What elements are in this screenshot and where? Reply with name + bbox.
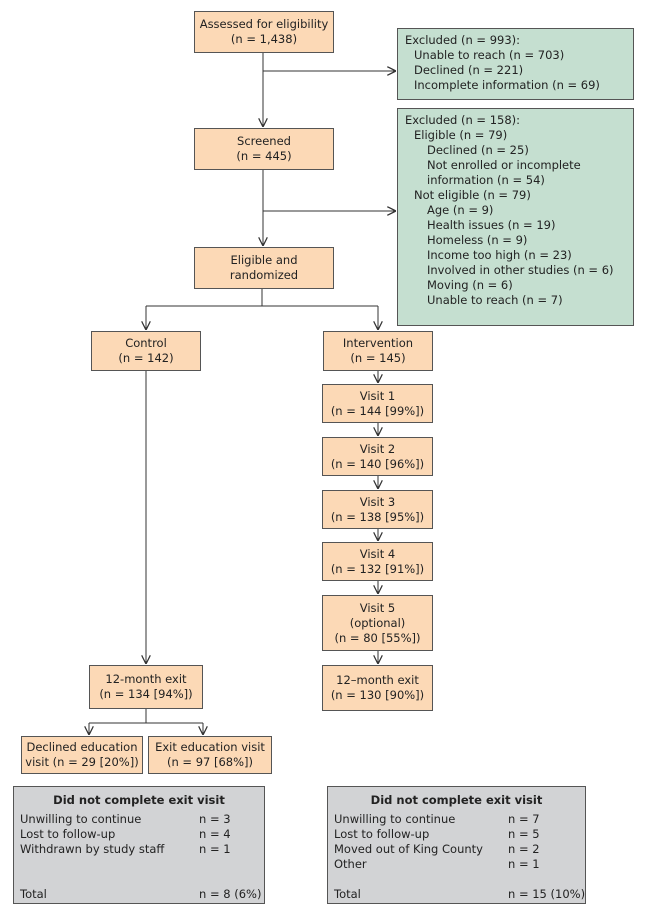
reason-count: n = 5 bbox=[508, 827, 540, 841]
excluded-2-not-eligible-item: Involved in other studies (n = 6) bbox=[427, 263, 614, 277]
randomized-label-1: Eligible and bbox=[230, 253, 298, 267]
intervention-exit-label: 12–month exit bbox=[336, 673, 419, 687]
intervention-box: Intervention (n = 145) bbox=[323, 331, 433, 371]
reason-count: n = 7 bbox=[508, 812, 540, 826]
declined-education-box: Declined education visit (n = 29 [20%]) bbox=[21, 736, 143, 774]
visit-3-count: (n = 138 [95%]) bbox=[330, 509, 425, 524]
visit-2-box: Visit 2 (n = 140 [96%]) bbox=[322, 437, 433, 476]
excluded-2-eligible: Eligible (n = 79) bbox=[414, 128, 508, 142]
visit-2-count: (n = 140 [96%]) bbox=[330, 456, 425, 471]
visit-5-count: (n = 80 [55%]) bbox=[334, 630, 421, 645]
intervention-incomplete-summary: Did not complete exit visit Unwilling to… bbox=[327, 786, 586, 904]
exit-education-box: Exit education visit (n = 97 [68%]) bbox=[148, 736, 272, 774]
excluded-2-not-eligible-item: Income too high (n = 23) bbox=[427, 248, 572, 262]
visit-3-label: Visit 3 bbox=[359, 494, 396, 509]
intervention-label: Intervention bbox=[342, 336, 414, 350]
reason-count: n = 4 bbox=[199, 827, 231, 841]
randomized-box: Eligible and randomized bbox=[194, 247, 334, 289]
excluded-2-not-eligible-item: Unable to reach (n = 7) bbox=[427, 293, 563, 307]
intervention-exit-count: (n = 130 [90%]) bbox=[330, 688, 425, 702]
visit-1-box: Visit 1 (n = 144 [99%]) bbox=[322, 384, 433, 423]
intervention-incomplete-row: Unwilling to continue n = 7 bbox=[334, 812, 581, 827]
declined-education-label: Declined education bbox=[26, 740, 138, 754]
visit-2-label: Visit 2 bbox=[359, 441, 396, 456]
reason-count: n = 1 bbox=[508, 857, 540, 871]
control-label: Control bbox=[125, 336, 167, 350]
excluded-2-not-eligible-item: Homeless (n = 9) bbox=[427, 233, 528, 247]
reason-label: Lost to follow-up bbox=[20, 827, 116, 841]
visit-5-label: Visit 5 bbox=[359, 600, 396, 615]
excluded-2-eligible-item: Not enrolled or incomplete bbox=[427, 158, 581, 172]
reason-count: n = 2 bbox=[508, 842, 540, 856]
intervention-incomplete-total: Total n = 15 (10%) bbox=[334, 887, 585, 902]
excluded-2-eligible-item: information (n = 54) bbox=[427, 173, 545, 187]
screened-box: Screened (n = 445) bbox=[194, 128, 334, 170]
control-box: Control (n = 142) bbox=[91, 331, 201, 371]
intervention-incomplete-row: Other n = 1 bbox=[334, 857, 581, 872]
intervention-incomplete-row: Lost to follow-up n = 5 bbox=[334, 827, 581, 842]
excluded-2-title: Excluded (n = 158): bbox=[405, 113, 521, 127]
reason-label: Other bbox=[334, 857, 367, 871]
intervention-incomplete-row: Moved out of King County n = 2 bbox=[334, 842, 581, 857]
visit-5-box: Visit 5 (optional) (n = 80 [55%]) bbox=[322, 595, 433, 651]
reason-count: n = 3 bbox=[199, 812, 231, 826]
control-incomplete-title: Did not complete exit visit bbox=[53, 793, 225, 807]
visit-4-box: Visit 4 (n = 132 [91%]) bbox=[322, 542, 433, 581]
reason-label: Withdrawn by study staff bbox=[20, 842, 165, 856]
visit-1-label: Visit 1 bbox=[359, 388, 396, 403]
control-exit-count: (n = 134 [94%]) bbox=[99, 687, 193, 701]
intervention-count: (n = 145) bbox=[350, 351, 406, 365]
total-count: n = 8 (6%) bbox=[199, 887, 262, 901]
control-exit-label: 12-month exit bbox=[105, 672, 187, 686]
excluded-2-not-eligible: Not eligible (n = 79) bbox=[414, 188, 531, 202]
total-label: Total bbox=[334, 887, 361, 901]
reason-count: n = 1 bbox=[199, 842, 231, 856]
assessed-count: (n = 1,438) bbox=[230, 32, 298, 46]
reason-label: Lost to follow-up bbox=[334, 827, 430, 841]
excluded-2-not-eligible-item: Health issues (n = 19) bbox=[427, 218, 556, 232]
excluded-box-1: Excluded (n = 993): Unable to reach (n =… bbox=[397, 28, 634, 100]
control-incomplete-total: Total n = 8 (6%) bbox=[20, 887, 262, 902]
control-incomplete-row: Unwilling to continue n = 3 bbox=[20, 812, 260, 827]
reason-label: Unwilling to continue bbox=[334, 812, 456, 826]
visit-3-box: Visit 3 (n = 138 [95%]) bbox=[322, 490, 433, 529]
randomized-label-2: randomized bbox=[229, 268, 299, 282]
excluded-2-not-eligible-item: Moving (n = 6) bbox=[427, 278, 513, 292]
reason-label: Unwilling to continue bbox=[20, 812, 142, 826]
total-label: Total bbox=[20, 887, 47, 901]
excluded-1-item: Incomplete information (n = 69) bbox=[414, 78, 600, 92]
total-count: n = 15 (10%) bbox=[508, 887, 586, 901]
declined-education-count: visit (n = 29 [20%]) bbox=[25, 755, 139, 769]
excluded-1-title: Excluded (n = 993): bbox=[405, 33, 521, 47]
control-incomplete-row: Lost to follow-up n = 4 bbox=[20, 827, 260, 842]
assessed-box: Assessed for eligibility (n = 1,438) bbox=[194, 11, 334, 53]
control-count: (n = 142) bbox=[118, 351, 174, 365]
reason-label: Moved out of King County bbox=[334, 842, 483, 856]
exit-education-count: (n = 97 [68%]) bbox=[166, 755, 254, 769]
excluded-2-eligible-item: Declined (n = 25) bbox=[427, 143, 529, 157]
excluded-1-item: Unable to reach (n = 703) bbox=[414, 48, 565, 62]
control-incomplete-row: Withdrawn by study staff n = 1 bbox=[20, 842, 260, 857]
excluded-2-not-eligible-item: Age (n = 9) bbox=[427, 203, 494, 217]
visit-4-label: Visit 4 bbox=[359, 546, 396, 561]
visit-5-optional: (optional) bbox=[349, 615, 406, 630]
screened-label: Screened bbox=[237, 134, 291, 148]
control-incomplete-summary: Did not complete exit visit Unwilling to… bbox=[13, 786, 265, 904]
excluded-1-item: Declined (n = 221) bbox=[414, 63, 524, 77]
screened-count: (n = 445) bbox=[236, 149, 292, 163]
control-exit-box: 12-month exit (n = 134 [94%]) bbox=[89, 665, 203, 709]
assessed-label: Assessed for eligibility bbox=[199, 17, 329, 31]
intervention-incomplete-title: Did not complete exit visit bbox=[370, 793, 543, 807]
exit-education-label: Exit education visit bbox=[155, 740, 265, 754]
visit-1-count: (n = 144 [99%]) bbox=[330, 403, 425, 418]
intervention-exit-box: 12–month exit (n = 130 [90%]) bbox=[322, 665, 433, 711]
visit-4-count: (n = 132 [91%]) bbox=[330, 561, 425, 576]
excluded-box-2: Excluded (n = 158): Eligible (n = 79) De… bbox=[397, 108, 634, 326]
